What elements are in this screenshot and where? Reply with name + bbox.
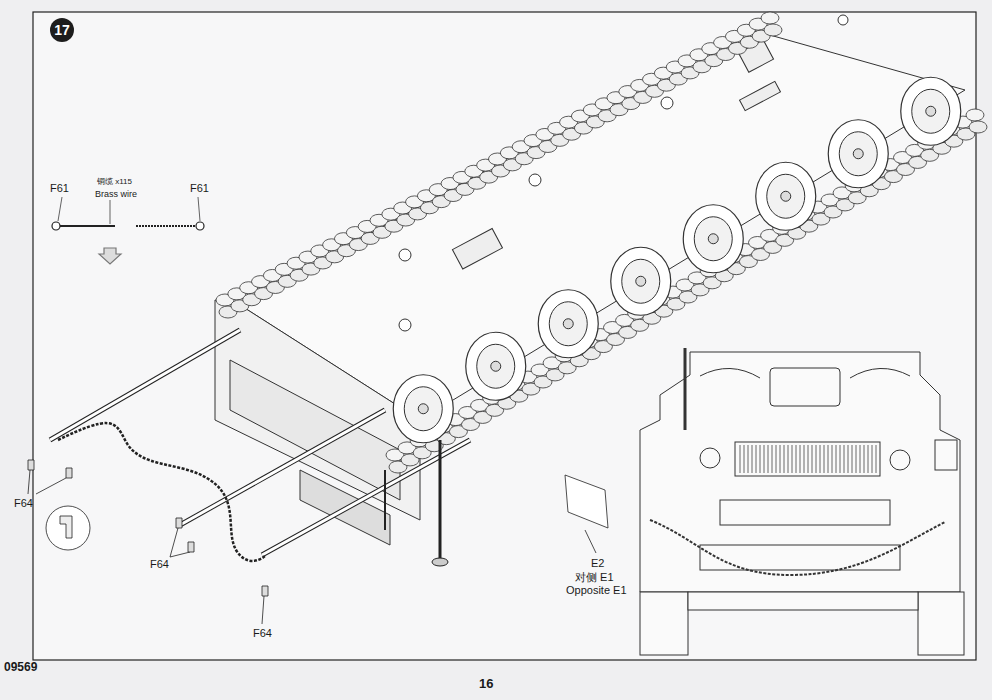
grille-bar bbox=[876, 445, 877, 473]
part-label: 对侧 E1 bbox=[575, 571, 614, 583]
grille-bar bbox=[796, 445, 797, 473]
grille-bar bbox=[768, 445, 769, 473]
part-label: F64 bbox=[14, 497, 33, 509]
grille-bar bbox=[792, 445, 793, 473]
wheel-hub bbox=[767, 174, 805, 218]
grille-bar bbox=[780, 445, 781, 473]
road-wheel bbox=[828, 120, 888, 188]
grille-bar bbox=[868, 445, 869, 473]
wheel-cap bbox=[853, 149, 863, 159]
part-label: F64 bbox=[150, 558, 169, 570]
road-wheel bbox=[683, 205, 743, 273]
road-wheel bbox=[611, 247, 671, 315]
page-number: 09569 bbox=[4, 661, 37, 674]
wheel-hub bbox=[477, 344, 515, 388]
grille-bar bbox=[760, 445, 761, 473]
part-label: E2 bbox=[591, 557, 604, 569]
part-label: Opposite E1 bbox=[566, 584, 627, 596]
wheel-cap bbox=[781, 191, 791, 201]
wheel-hub bbox=[694, 217, 732, 261]
grille-bar bbox=[776, 445, 777, 473]
grille-bar bbox=[840, 445, 841, 473]
part-label: F61 bbox=[190, 182, 209, 194]
page-number: 16 bbox=[479, 677, 493, 691]
track-link bbox=[969, 121, 987, 133]
tow-cables bbox=[50, 330, 470, 566]
grille-bar bbox=[856, 445, 857, 473]
track-link bbox=[764, 24, 782, 36]
grille-bar bbox=[844, 445, 845, 473]
grille-bar bbox=[740, 445, 741, 473]
wheel-cap bbox=[708, 234, 718, 244]
grille-bar bbox=[828, 445, 829, 473]
grille-bar bbox=[752, 445, 753, 473]
wheel-cap bbox=[926, 106, 936, 116]
wheel-cap bbox=[563, 319, 573, 329]
grille-bar bbox=[748, 445, 749, 473]
grille-bar bbox=[824, 445, 825, 473]
step-frame bbox=[33, 12, 976, 660]
wheel-cap bbox=[636, 276, 646, 286]
grille-bar bbox=[804, 445, 805, 473]
grille-bar bbox=[872, 445, 873, 473]
part-label: Brass wire bbox=[95, 190, 137, 200]
grille-bar bbox=[860, 445, 861, 473]
road-wheel bbox=[466, 332, 526, 400]
grille-bar bbox=[832, 445, 833, 473]
road-wheel bbox=[393, 375, 453, 443]
grille-bar bbox=[852, 445, 853, 473]
grille-bar bbox=[784, 445, 785, 473]
grille-bar bbox=[764, 445, 765, 473]
step-number: 17 bbox=[50, 18, 74, 42]
wheel-hub bbox=[912, 89, 950, 133]
grille-bar bbox=[756, 445, 757, 473]
track-link bbox=[966, 109, 984, 121]
hull bbox=[215, 15, 965, 545]
grille-bar bbox=[816, 445, 817, 473]
grille-bar bbox=[808, 445, 809, 473]
grille-bar bbox=[848, 445, 849, 473]
wheel-cap bbox=[491, 361, 501, 371]
leader-lines bbox=[28, 460, 608, 624]
part-label: F61 bbox=[50, 182, 69, 194]
grille-bar bbox=[812, 445, 813, 473]
part-label: 铜缆 x115 bbox=[97, 178, 132, 187]
grille-bar bbox=[864, 445, 865, 473]
wheel-hub bbox=[404, 387, 442, 431]
wheel-hub bbox=[549, 302, 587, 346]
step-number-text: 17 bbox=[54, 22, 70, 38]
part-label: F64 bbox=[253, 627, 272, 639]
wheel-hub bbox=[839, 132, 877, 176]
grille-bar bbox=[800, 445, 801, 473]
front-view bbox=[640, 348, 964, 655]
grille-bar bbox=[744, 445, 745, 473]
wire-detail bbox=[52, 197, 204, 264]
wheel-cap bbox=[418, 404, 428, 414]
track-link bbox=[761, 12, 779, 24]
wheel-hub bbox=[622, 259, 660, 303]
road-wheel bbox=[538, 290, 598, 358]
road-wheel bbox=[756, 162, 816, 230]
grille-bar bbox=[772, 445, 773, 473]
road-wheel bbox=[901, 77, 961, 145]
grille-bar bbox=[820, 445, 821, 473]
grille-bar bbox=[836, 445, 837, 473]
grille-bar bbox=[788, 445, 789, 473]
